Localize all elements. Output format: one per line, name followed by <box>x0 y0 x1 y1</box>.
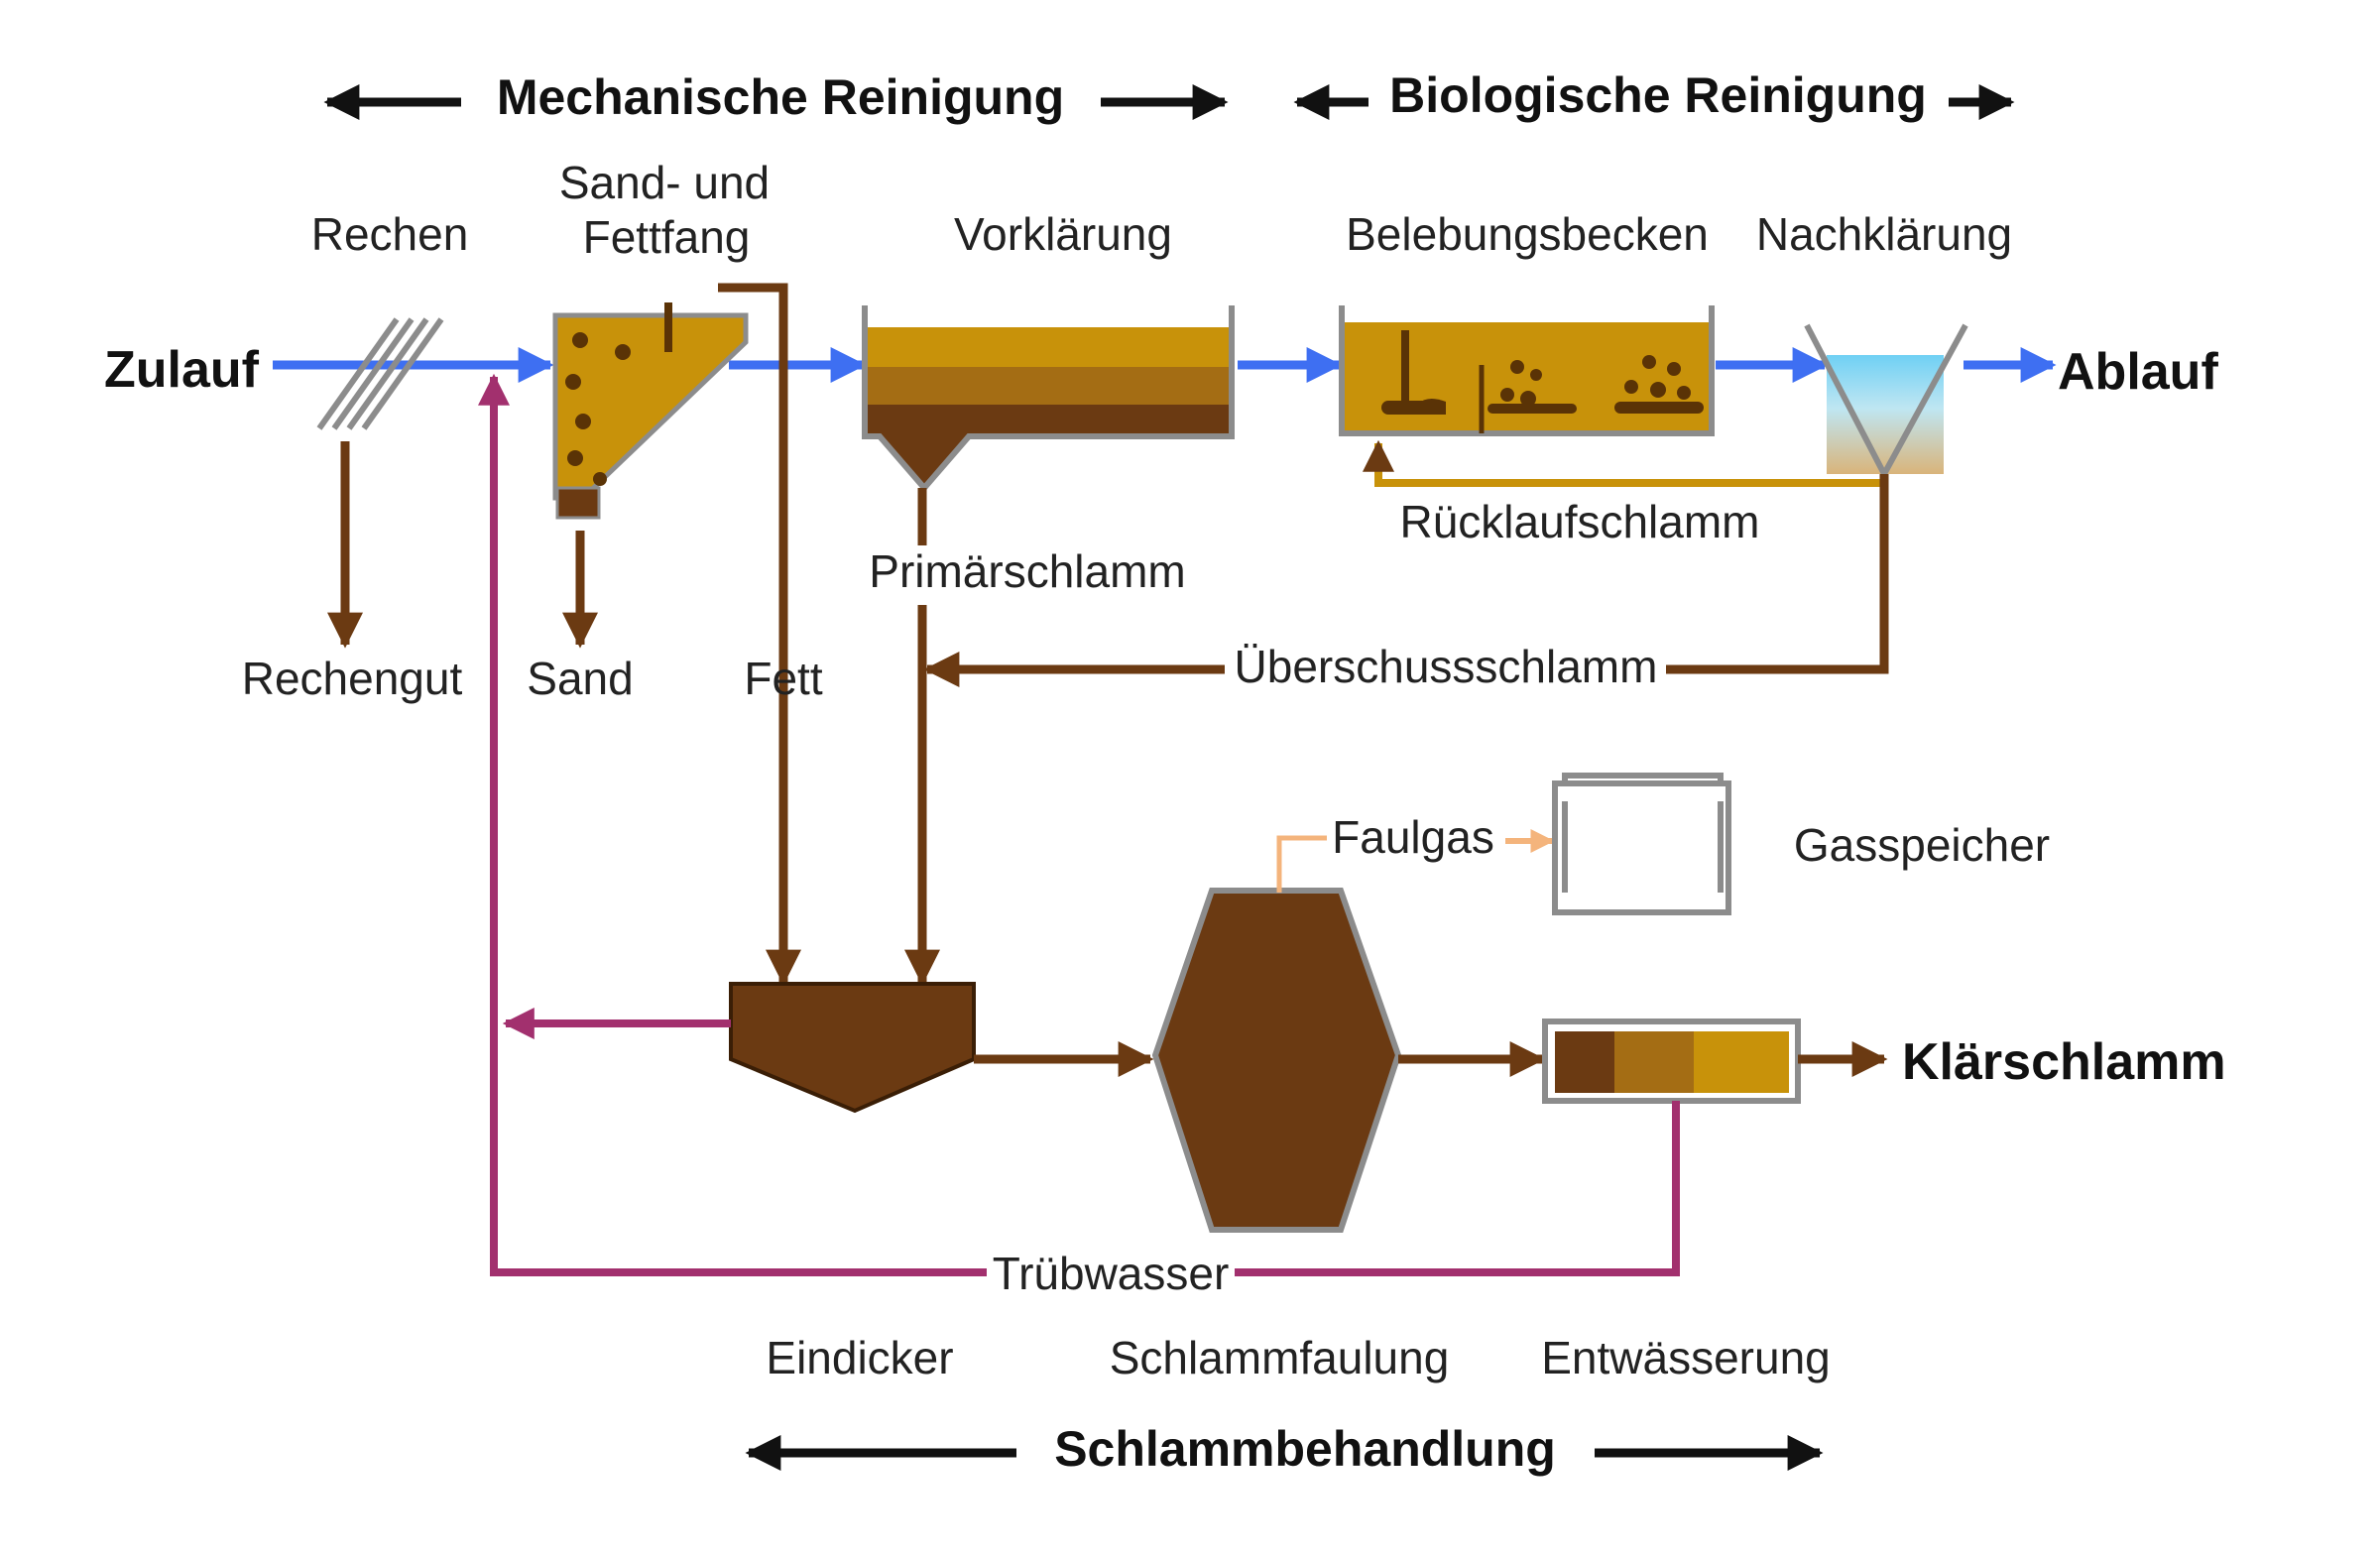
label-sandfang-line1: Sand- und <box>559 157 770 208</box>
label-primaerschlamm: Primärschlamm <box>869 545 1185 597</box>
faulturm <box>1151 888 1402 1233</box>
label-vorklaerung: Vorklärung <box>954 208 1172 260</box>
floc-icon-1 <box>1488 360 1577 414</box>
label-faulgas: Faulgas <box>1332 811 1494 863</box>
label-eindicker: Eindicker <box>766 1332 953 1383</box>
eindicker-tank <box>729 982 976 1114</box>
label-rechengut: Rechengut <box>242 653 463 704</box>
truebwasser-label-bg <box>987 1248 1235 1302</box>
ueberschuss-label-bg <box>1225 638 1666 697</box>
label-ueberschussschlamm: Überschussschlamm <box>1235 641 1658 692</box>
primaerschlamm-label-bg <box>863 545 1190 605</box>
label-schlammfaulung: Schlammfaulung <box>1110 1332 1450 1383</box>
section-biological: Biologische Reinigung <box>1293 67 2015 123</box>
label-belebungsbecken: Belebungsbecken <box>1346 208 1709 260</box>
section-mechanical: Mechanische Reinigung <box>323 69 1229 125</box>
label-fett: Fett <box>744 653 822 704</box>
label-nachklaerung: Nachklärung <box>1756 208 2012 260</box>
section-sludge-title: Schlammbehandlung <box>1054 1421 1556 1477</box>
gasspeicher-tank <box>1552 773 1731 915</box>
nachklaerung-tank <box>1804 323 1968 481</box>
label-klaerschlamm: Klärschlamm <box>1902 1033 2226 1091</box>
label-ruecklaufschlamm: Rücklaufschlamm <box>1400 496 1760 547</box>
aerator-icon <box>1381 330 1446 415</box>
entwaesserung-unit <box>1542 1019 1801 1104</box>
flow-ruecklaufschlamm <box>1363 439 1888 487</box>
vorklaerung-tank <box>862 305 1235 493</box>
label-ablauf: Ablauf <box>2058 343 2218 401</box>
label-sand: Sand <box>527 653 633 704</box>
label-zulauf: Zulauf <box>104 341 260 399</box>
section-mechanical-title: Mechanische Reinigung <box>497 69 1064 125</box>
label-truebwasser: Trübwasser <box>993 1248 1230 1299</box>
label-gasspeicher: Gasspeicher <box>1794 819 2050 871</box>
floc-icon-2 <box>1614 355 1704 414</box>
label-rechen: Rechen <box>311 208 469 260</box>
sandfang-tank <box>552 302 749 520</box>
label-sandfang-line2: Fettfang <box>583 211 751 263</box>
rechen-screen-icon <box>316 317 444 430</box>
section-sludge: Schlammbehandlung <box>745 1421 1824 1477</box>
flow-faulgas <box>1276 835 1327 893</box>
section-biological-title: Biologische Reinigung <box>1389 67 1927 123</box>
flow-fett <box>718 283 801 986</box>
label-entwaesserung: Entwässerung <box>1541 1332 1831 1383</box>
